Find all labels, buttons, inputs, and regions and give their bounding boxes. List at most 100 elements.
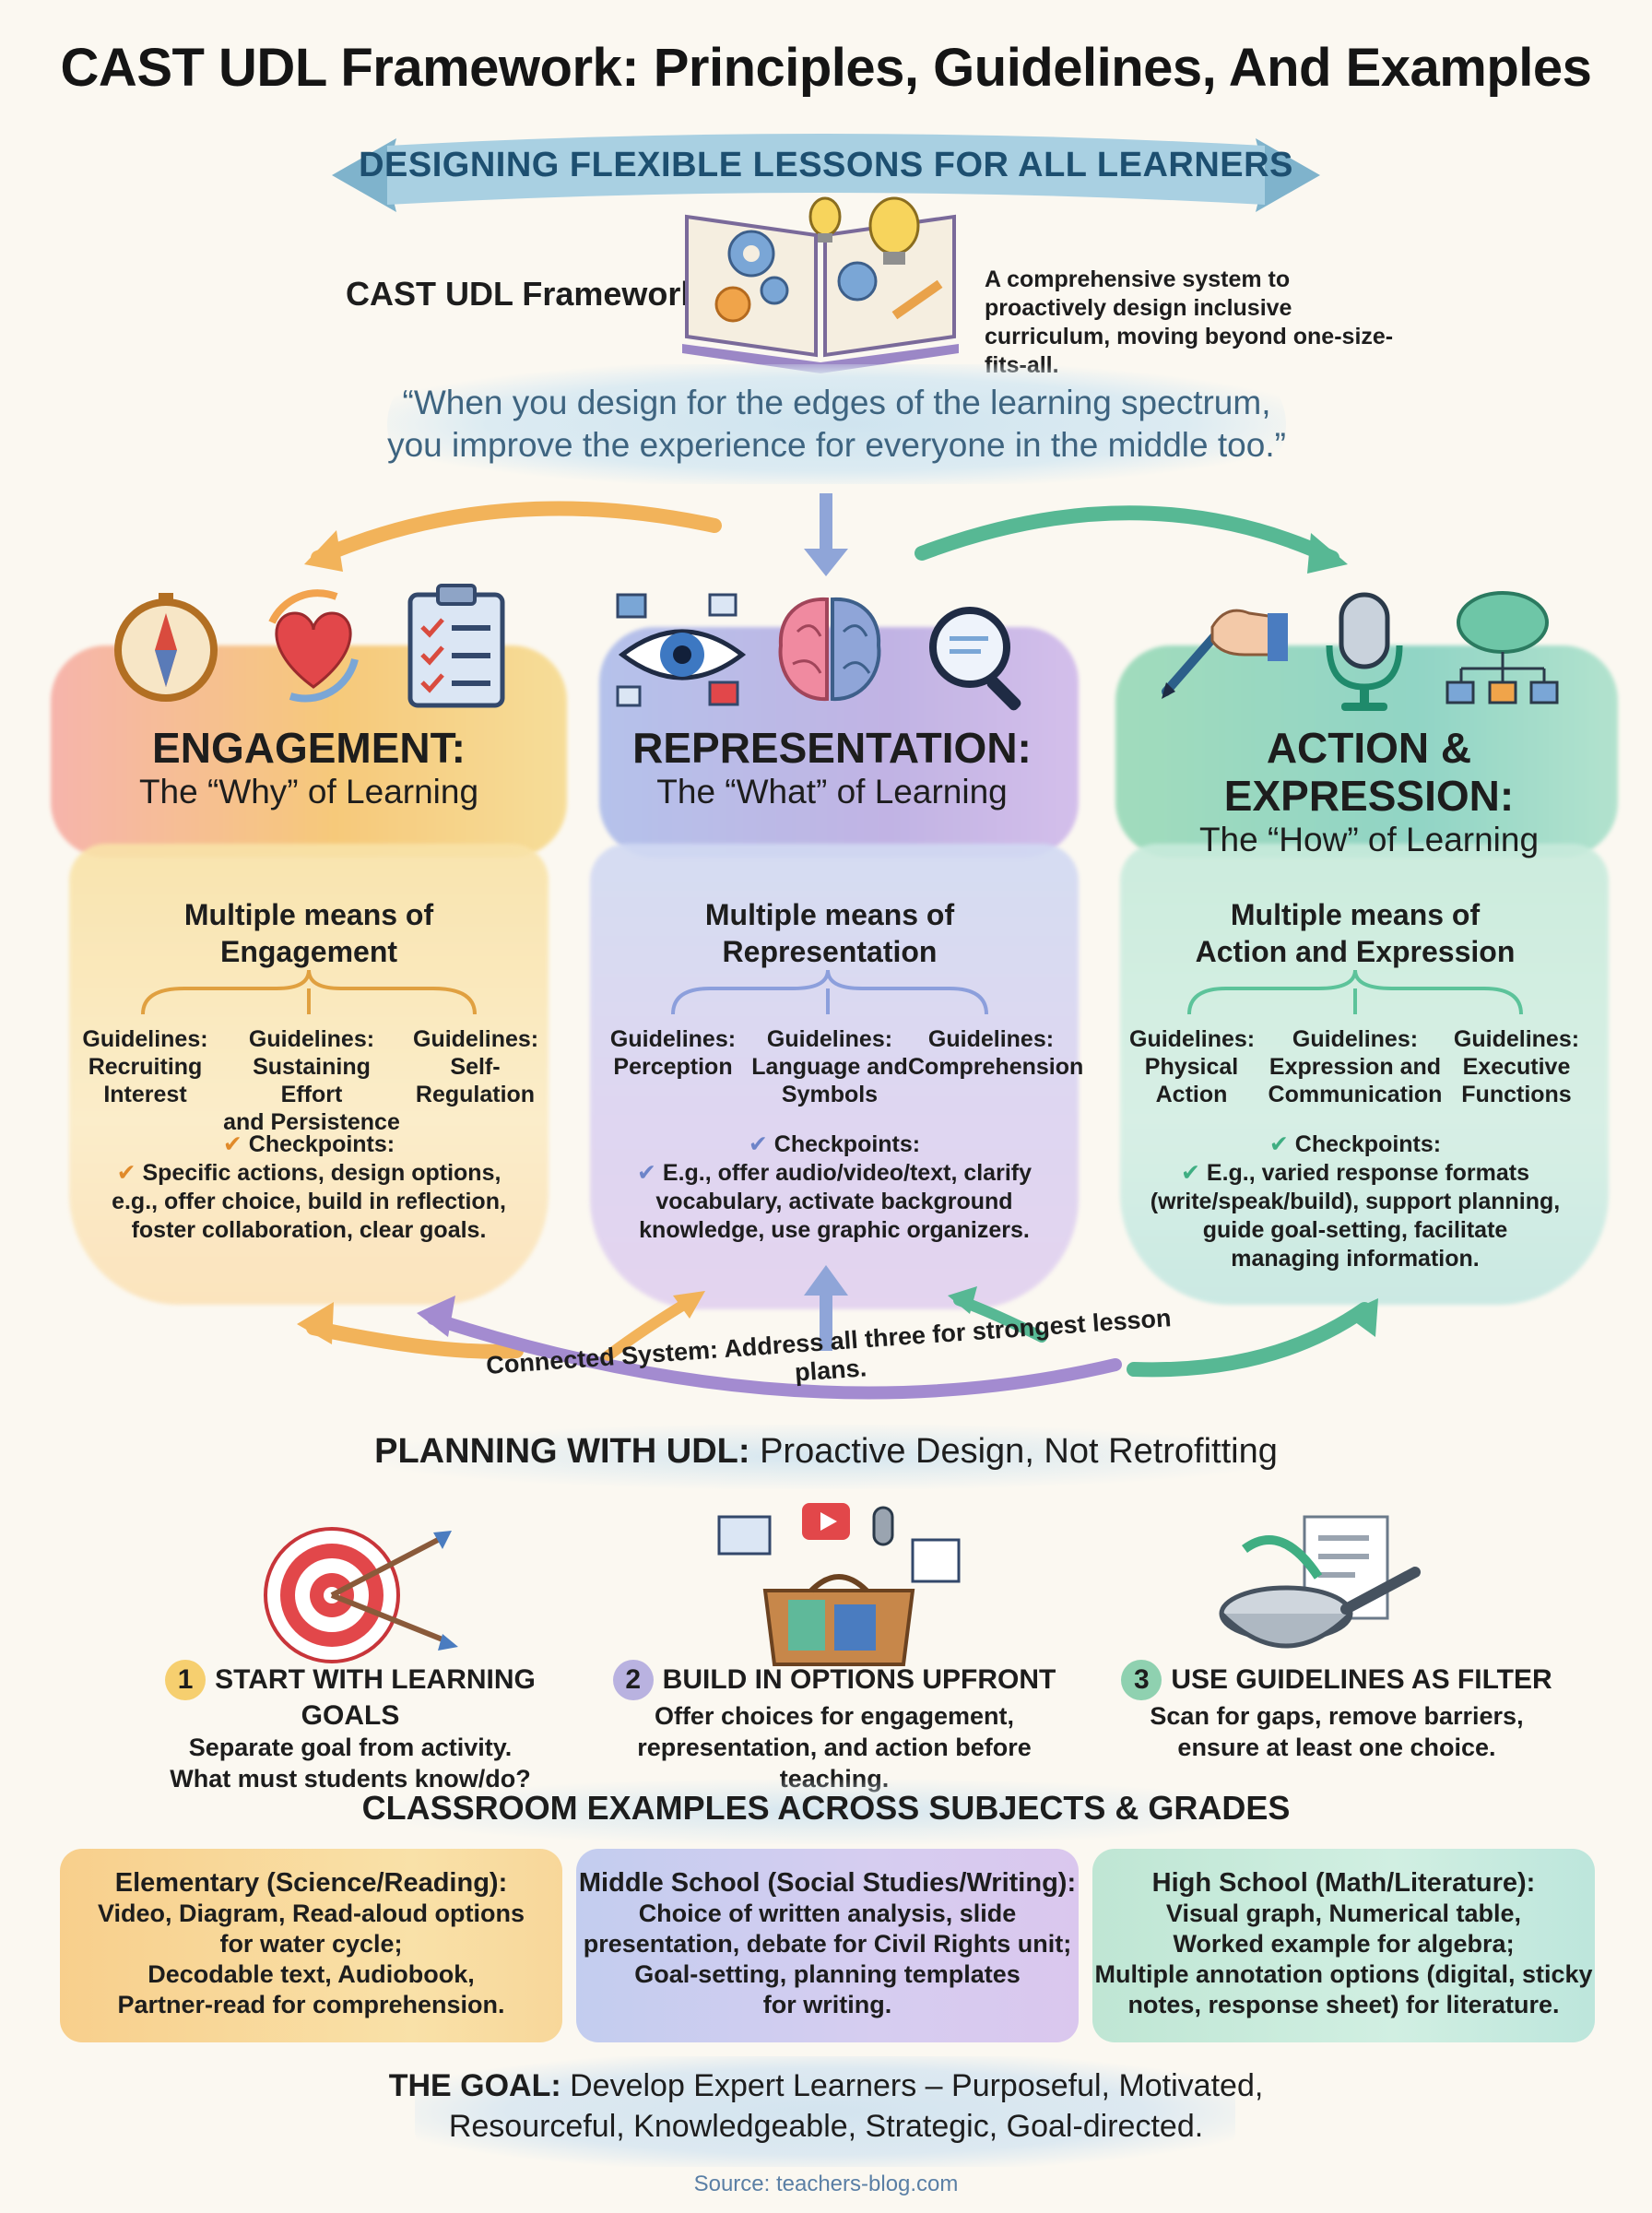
action-title: ACTION & EXPRESSION: <box>1223 724 1515 820</box>
brain-network-icon <box>1446 591 1559 704</box>
quote-line-2: you improve the experience for everyone … <box>387 426 1286 464</box>
example-line: Multiple annotation options (digital, st… <box>1094 1960 1593 1988</box>
checkpoints-line: E.g., offer audio/video/text, clarify <box>662 1160 1032 1186</box>
step-line: Offer choices for engagement, <box>654 1702 1015 1730</box>
planning-title-band <box>378 1425 1272 1489</box>
example-middle-school: Middle School (Social Studies/Writing): … <box>576 1849 1079 2042</box>
engagement-guideline-3: Guidelines: Self- Regulation <box>413 1025 539 1108</box>
strainer-icon <box>1219 1515 1421 1649</box>
banner-text: DESIGNING FLEXIBLE LESSONS FOR ALL LEARN… <box>359 146 1293 184</box>
guideline-head: Guidelines: <box>1292 1026 1419 1052</box>
guideline-line: Functions <box>1461 1082 1572 1107</box>
representation-title: REPRESENTATION: <box>632 724 1032 772</box>
engagement-guideline-1: Guidelines: Recruiting Interest <box>78 1025 212 1108</box>
representation-checkpoints: ✔ Checkpoints: ✔ E.g., offer audio/video… <box>604 1130 1065 1245</box>
example-line: notes, response sheet) for literature. <box>1127 1991 1560 2018</box>
quote-line-1: “When you design for the edges of the le… <box>402 384 1271 421</box>
checkpoints-line: knowledge, use graphic organizers. <box>639 1217 1030 1243</box>
guideline-head: Guidelines: <box>413 1026 539 1052</box>
checkpoints-line: e.g., offer choice, build in reflection, <box>112 1189 506 1214</box>
guideline-head: Guidelines: <box>248 1026 375 1052</box>
guideline-line: Regulation <box>415 1082 536 1107</box>
guideline-line: Comprehension <box>908 1054 1084 1080</box>
representation-guideline-1: Guidelines: Perception <box>608 1025 738 1081</box>
guideline-line: Recruiting <box>88 1054 203 1080</box>
guideline-line: Expression and <box>1268 1054 1442 1080</box>
guideline-line: Interest <box>103 1082 187 1107</box>
toolbox-icon <box>717 1503 961 1666</box>
heart-cycle-icon <box>268 589 359 703</box>
example-line: Worked example for algebra; <box>1173 1930 1515 1958</box>
magnifier-icon <box>929 607 1021 711</box>
engagement-guideline-2: Guidelines: Sustaining Effort and Persis… <box>219 1025 404 1136</box>
example-title: Elementary (Science/Reading): <box>114 1868 508 1898</box>
action-means-line-2: Action and Expression <box>1195 935 1516 968</box>
checkpoints-line: foster collaboration, clear goals. <box>131 1217 487 1243</box>
step-title: START WITH LEARNING GOALS <box>215 1664 536 1731</box>
microphone-icon <box>1326 592 1403 711</box>
goal-line-2: Resourceful, Knowledgeable, Strategic, G… <box>448 2109 1204 2144</box>
eye-icon <box>616 593 747 707</box>
action-means-line-1: Multiple means of <box>1230 898 1481 931</box>
guideline-head: Guidelines: <box>927 1026 1055 1052</box>
action-checkpoints: ✔ Checkpoints: ✔ E.g., varied response f… <box>1120 1130 1590 1273</box>
example-line: Partner-read for comprehension. <box>117 1991 505 2018</box>
checkpoints-head: Checkpoints: <box>1294 1131 1442 1157</box>
guideline-line: Self- <box>450 1054 501 1080</box>
checklist-clipboard-icon <box>407 584 505 708</box>
page-title: CAST UDL Framework: Principles, Guidelin… <box>60 38 1592 98</box>
representation-subtitle: The “What” of Learning <box>656 773 1008 811</box>
guideline-line: Symbols <box>781 1082 879 1107</box>
quote: “When you design for the edges of the le… <box>387 382 1286 467</box>
action-means: Multiple means of Action and Expression <box>1125 896 1586 970</box>
guideline-head: Guidelines: <box>1129 1026 1256 1052</box>
representation-means-line-2: Representation <box>722 935 938 968</box>
engagement-means-line-1: Multiple means of <box>183 898 434 931</box>
example-line: Goal-setting, planning templates <box>634 1960 1021 1988</box>
hand-pen-icon <box>1162 609 1288 699</box>
goal-line-1: Develop Expert Learners – Purposeful, Mo… <box>560 2068 1264 2103</box>
engagement-subtitle: The “Why” of Learning <box>138 773 479 811</box>
action-guideline-2: Guidelines: Expression and Communication <box>1263 1025 1447 1108</box>
goal-statement: THE GOAL: Develop Expert Learners – Purp… <box>277 2065 1375 2147</box>
quote-background <box>387 364 1286 484</box>
checkpoints-head: Checkpoints: <box>248 1131 395 1157</box>
examples-title: CLASSROOM EXAMPLES ACROSS SUBJECTS & GRA… <box>361 1789 1291 1827</box>
engagement-means: Multiple means of Engagement <box>83 896 535 970</box>
guideline-head: Guidelines: <box>1453 1026 1580 1052</box>
goal-band <box>415 2056 1235 2167</box>
target-arrows-icon <box>264 1527 458 1663</box>
example-line: Visual graph, Numerical table, <box>1165 1899 1522 1927</box>
engagement-panel <box>69 844 549 1305</box>
action-guideline-3: Guidelines: Executive Functions <box>1452 1025 1581 1108</box>
action-header-blob <box>1115 645 1618 858</box>
guideline-line: Perception <box>613 1054 733 1080</box>
representation-heading: REPRESENTATION: The “What” of Learning <box>581 724 1083 812</box>
example-title: Middle School (Social Studies/Writing): <box>578 1868 1077 1898</box>
planning-title-rest: Proactive Design, Not Retrofitting <box>749 1432 1278 1471</box>
guideline-line: Physical <box>1144 1054 1239 1080</box>
framework-label: CAST UDL Framework: <box>346 275 711 313</box>
guideline-line: and Persistence <box>223 1109 400 1135</box>
example-high-school: High School (Math/Literature): Visual gr… <box>1092 1849 1595 2042</box>
example-elementary: Elementary (Science/Reading): Video, Dia… <box>60 1849 562 2042</box>
check-icon: ✔ <box>116 1160 136 1186</box>
framework-description: A comprehensive system to proactively de… <box>985 266 1394 378</box>
step-line: ensure at least one choice. <box>1177 1734 1496 1761</box>
check-icon: ✔ <box>748 1131 768 1157</box>
guideline-line: Action <box>1155 1082 1228 1107</box>
example-line: Video, Diagram, Read-aloud options <box>97 1899 525 1927</box>
example-line: for writing. <box>762 1991 892 2018</box>
goal-label: THE GOAL: <box>388 2068 561 2103</box>
action-heading: ACTION & EXPRESSION: The “How” of Learni… <box>1120 724 1618 860</box>
engagement-means-line-2: Engagement <box>219 935 398 968</box>
checkpoints-head: Checkpoints: <box>773 1131 921 1157</box>
action-panel <box>1120 844 1609 1305</box>
